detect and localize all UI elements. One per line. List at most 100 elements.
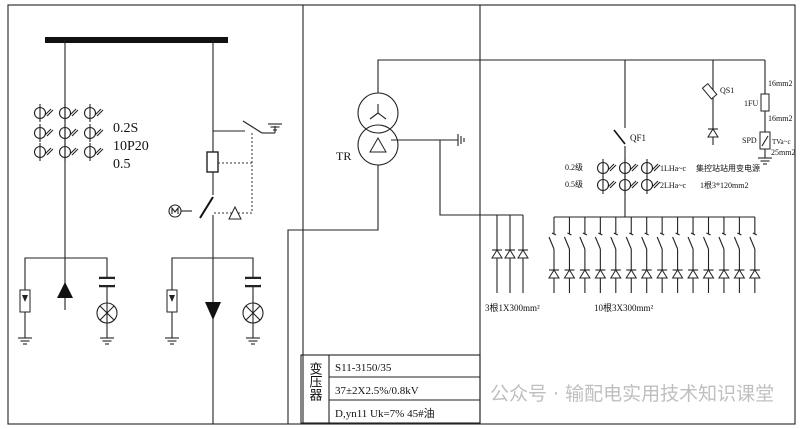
feeder-contact (613, 232, 619, 236)
cable-terminal-icon (517, 249, 529, 259)
circuit-breaker-icon (199, 196, 214, 219)
switch-icon (594, 236, 601, 250)
cable-terminal-icon (594, 269, 606, 279)
feeder-contact (598, 232, 603, 236)
switch-icon (548, 236, 555, 250)
cable-terminal-icon (656, 269, 668, 279)
feeder-contact (659, 232, 665, 236)
feeder-contact (582, 232, 588, 236)
ct-group (33, 103, 104, 162)
cable-terminal-icon (641, 269, 653, 279)
feeder (656, 217, 668, 293)
switch-icon (610, 236, 617, 250)
ct-class-1: 0.2S (113, 121, 138, 136)
low-voltage-panel: QF1 0.2级 0.5级 1LHa~c 2LHa~c 集控站站用变电源 1根3… (485, 60, 795, 313)
switch-icon (579, 236, 586, 250)
feeder-contact (752, 232, 758, 236)
outgoing-feeders (548, 216, 761, 293)
watermark: 公众号 · 输配电实用技术知识课堂 (490, 383, 774, 405)
feeder (594, 217, 606, 293)
feeder (610, 217, 622, 293)
feeder-contact (737, 232, 742, 236)
cable-terminal-icon (625, 269, 637, 279)
svg-text:集控站站用变电源: 集控站站用变电源 (696, 163, 760, 173)
ct-class-2: 10P20 (113, 139, 149, 154)
switch-icon (749, 236, 756, 250)
svg-text:25mm2: 25mm2 (771, 148, 795, 157)
cable-group-a (491, 215, 529, 293)
motor-glyph (171, 206, 179, 214)
switch-icon (641, 236, 648, 250)
cable-terminal-icon (579, 269, 591, 279)
svg-text:TVa~c: TVa~c (772, 138, 791, 146)
feeder-contact (567, 232, 572, 236)
table-row: 37±2X2.5%/0.8kV (335, 385, 419, 397)
svg-text:QS1: QS1 (720, 86, 734, 95)
main-transformer: TR (287, 59, 765, 424)
svg-text:SPD: SPD (742, 136, 757, 145)
svg-text:2LHa~c: 2LHa~c (660, 181, 687, 190)
feeder (687, 217, 699, 293)
cable-terminal-icon (504, 249, 516, 259)
motor-icon (168, 204, 182, 218)
switch-icon (733, 236, 740, 250)
switch-icon (563, 236, 570, 250)
feeder (749, 217, 761, 293)
ct-class-3: 0.5 (113, 157, 131, 172)
feeder-contact (551, 232, 557, 236)
svg-text:1根3*120mm2: 1根3*120mm2 (700, 180, 748, 190)
cable-terminal-icon (718, 269, 730, 279)
svg-text:16mm2: 16mm2 (768, 79, 792, 88)
switch-icon (656, 236, 663, 250)
cable-terminal-icon (548, 269, 560, 279)
cable-terminal-icon (687, 269, 699, 279)
feeder (625, 217, 637, 293)
svg-text:0.2级: 0.2级 (565, 162, 583, 172)
cable-terminal-icon (491, 249, 503, 259)
svg-text:16mm2: 16mm2 (768, 114, 792, 123)
transformer-spec-table: 变压器 S11-3150/35 37±2X2.5%/0.8kV D,yn11 U… (300, 354, 481, 424)
feeder (702, 217, 715, 293)
table-row: D,yn11 Uk=7% 45#油 (335, 406, 435, 420)
svg-text:1FU: 1FU (744, 99, 758, 108)
switch-icon (702, 236, 710, 250)
qf1-label: QF1 (630, 133, 646, 143)
cable-terminal-icon (610, 269, 622, 279)
fuse-icon (760, 93, 770, 112)
incoming-feeder-bay: 0.2S 10P20 0.5 (17, 37, 283, 424)
switch-icon (672, 236, 679, 250)
cable-terminal-icon (749, 269, 761, 279)
feeder-contact (706, 232, 711, 236)
drawing-frame (7, 4, 796, 425)
switch-icon (718, 236, 725, 250)
table-row: S11-3150/35 (335, 362, 392, 374)
feeder-contact (675, 232, 680, 236)
cable-terminal-icon (702, 269, 715, 279)
cable-terminal-icon (733, 269, 745, 279)
feeder-contact (629, 232, 634, 236)
fuse-icon (206, 151, 219, 173)
feeder (733, 217, 745, 293)
feeder-contact (721, 232, 727, 236)
feeder (579, 217, 591, 293)
feeder-contact (644, 232, 649, 236)
feeder (641, 217, 653, 293)
feeder-contact (690, 232, 696, 236)
table-header: 变压器 (308, 361, 323, 402)
feeder (672, 217, 684, 293)
switch-icon (687, 236, 694, 250)
cable-terminal-icon (57, 282, 73, 298)
feeder (548, 217, 560, 293)
ground-icon (757, 157, 773, 165)
cable-group-b-label: 10根3X300mm² (594, 302, 654, 313)
feeder (718, 217, 730, 293)
cable-terminal-icon (563, 269, 576, 279)
svg-text:1LHa~c: 1LHa~c (660, 164, 687, 173)
cable-terminal-icon (672, 269, 684, 279)
disconnector-icon (701, 83, 718, 100)
busbar (45, 37, 228, 43)
switch-icon (625, 236, 632, 250)
feeder (563, 217, 576, 293)
transformer-label: TR (336, 149, 351, 163)
